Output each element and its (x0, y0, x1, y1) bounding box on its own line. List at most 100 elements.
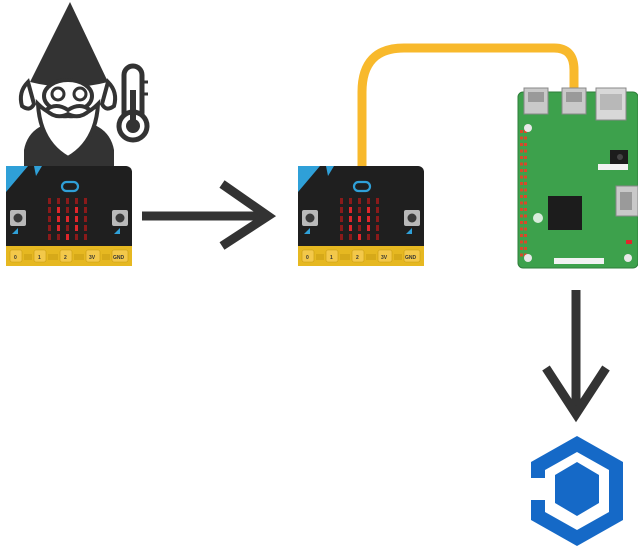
gpio-pin (524, 208, 527, 211)
gpio-pin (520, 175, 523, 179)
azure-iot-hub-icon (531, 436, 623, 546)
led (66, 234, 69, 240)
gpio-pin (520, 130, 523, 133)
pin-label: 3V (381, 255, 388, 261)
gpio-pin (520, 169, 523, 172)
gpio-pin (520, 201, 523, 205)
led (84, 216, 87, 222)
led (358, 198, 361, 204)
led (340, 225, 343, 231)
microbit-sender: 0 1 2 3V GND (4, 164, 134, 268)
pin-label: 0 (14, 255, 17, 261)
gpio-pin (524, 156, 527, 159)
gpio-pin (524, 195, 527, 198)
pin-label: GND (405, 255, 417, 261)
led (75, 198, 78, 204)
gpio-pin (524, 240, 527, 244)
led (358, 225, 361, 231)
led (376, 198, 379, 204)
led (358, 234, 361, 240)
led (367, 225, 370, 231)
led (75, 207, 78, 213)
gpio-pin (524, 130, 527, 133)
gpio-pin (524, 162, 527, 166)
gpio-pin (520, 156, 523, 159)
led (340, 234, 343, 240)
led (84, 198, 87, 204)
led (57, 234, 60, 240)
gpio-pin (520, 214, 523, 218)
gpio-pin (524, 169, 527, 172)
gnome-icon (18, 2, 118, 166)
led (57, 198, 60, 204)
gpio-pin (524, 143, 527, 146)
gpio-pin (520, 136, 523, 140)
gpio-pin (520, 227, 523, 231)
led (367, 234, 370, 240)
pin-label: 0 (306, 255, 309, 261)
led (48, 198, 51, 204)
led (84, 225, 87, 231)
pin-label: 2 (356, 255, 359, 261)
gpio-pin (524, 214, 527, 218)
led (48, 225, 51, 231)
led (349, 216, 352, 222)
gpio-pin (520, 195, 523, 198)
led (376, 207, 379, 213)
led (349, 225, 352, 231)
gpio-pin (520, 188, 523, 192)
led (57, 216, 60, 222)
arrow-right-icon (142, 180, 277, 250)
led (367, 207, 370, 213)
led (376, 225, 379, 231)
led-matrix (48, 198, 87, 240)
led (66, 207, 69, 213)
led (48, 234, 51, 240)
led (84, 234, 87, 240)
raspberry-pi-icon (517, 87, 638, 269)
gpio-pin (524, 247, 527, 250)
led (349, 207, 352, 213)
gpio-pin (524, 182, 527, 185)
gpio-pin (520, 182, 523, 185)
thermometer-icon (116, 63, 150, 143)
gpio-pin (524, 201, 527, 205)
pin-label: 1 (38, 255, 41, 261)
gpio-pin (524, 136, 527, 140)
gpio-pin (524, 221, 527, 224)
gpio-pin (524, 227, 527, 231)
led (340, 207, 343, 213)
pin-label: 2 (64, 255, 67, 261)
gpio-pin (520, 240, 523, 244)
led (57, 207, 60, 213)
led (349, 234, 352, 240)
pin-label: 1 (330, 255, 333, 261)
gpio-pin (520, 253, 523, 257)
gpio-pin (520, 247, 523, 250)
arrow-down-icon (542, 290, 610, 423)
gpio-pin (520, 208, 523, 211)
gpio-pin (520, 143, 523, 146)
led (367, 198, 370, 204)
led-matrix (340, 198, 379, 240)
led (48, 216, 51, 222)
led (66, 225, 69, 231)
led (84, 207, 87, 213)
led (57, 225, 60, 231)
gpio-pin (524, 175, 527, 179)
led (75, 234, 78, 240)
gpio-pin (520, 162, 523, 166)
led (340, 216, 343, 222)
gpio-pin (524, 149, 527, 153)
gpio-pin (524, 234, 527, 237)
led (376, 234, 379, 240)
led (358, 207, 361, 213)
pin-label: GND (113, 255, 125, 261)
led (75, 216, 78, 222)
led (66, 216, 69, 222)
led (66, 198, 69, 204)
microbit-receiver: 0 1 2 3V GND (296, 164, 426, 268)
led (358, 216, 361, 222)
led (376, 216, 379, 222)
